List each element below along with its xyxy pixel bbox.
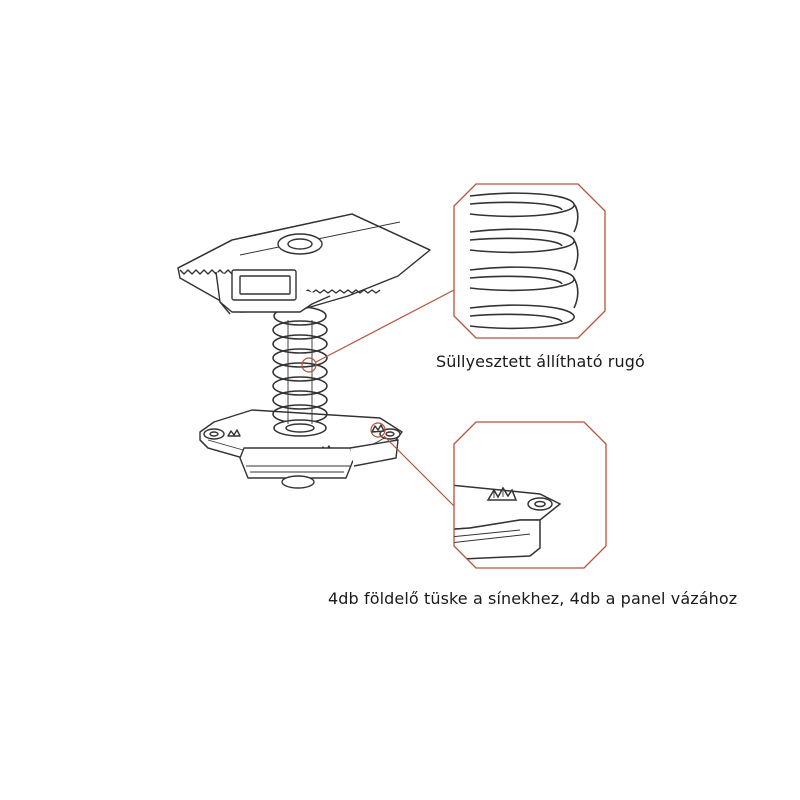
pin-detail-callout [453, 421, 607, 569]
spring-coils-zoomed [469, 192, 579, 330]
grounding-pin [227, 429, 241, 437]
grounding-pin [371, 424, 385, 433]
pin-marker [370, 422, 386, 438]
grounding-pin-caption: 4db földelő tüske a sínekhez, 4db a pane… [328, 589, 738, 608]
grounding-pin-zoomed [454, 483, 562, 561]
spring-detail-callout [453, 183, 606, 339]
end-clamp-assembly [177, 213, 431, 489]
top-clamp [177, 213, 431, 315]
spring-caption: Süllyesztett állítható rugó [436, 352, 645, 371]
spring [272, 306, 328, 437]
spring-marker [301, 357, 317, 373]
pin-leader-line [383, 435, 455, 507]
callout-leaders [301, 289, 455, 507]
spring-leader-line [315, 289, 455, 363]
